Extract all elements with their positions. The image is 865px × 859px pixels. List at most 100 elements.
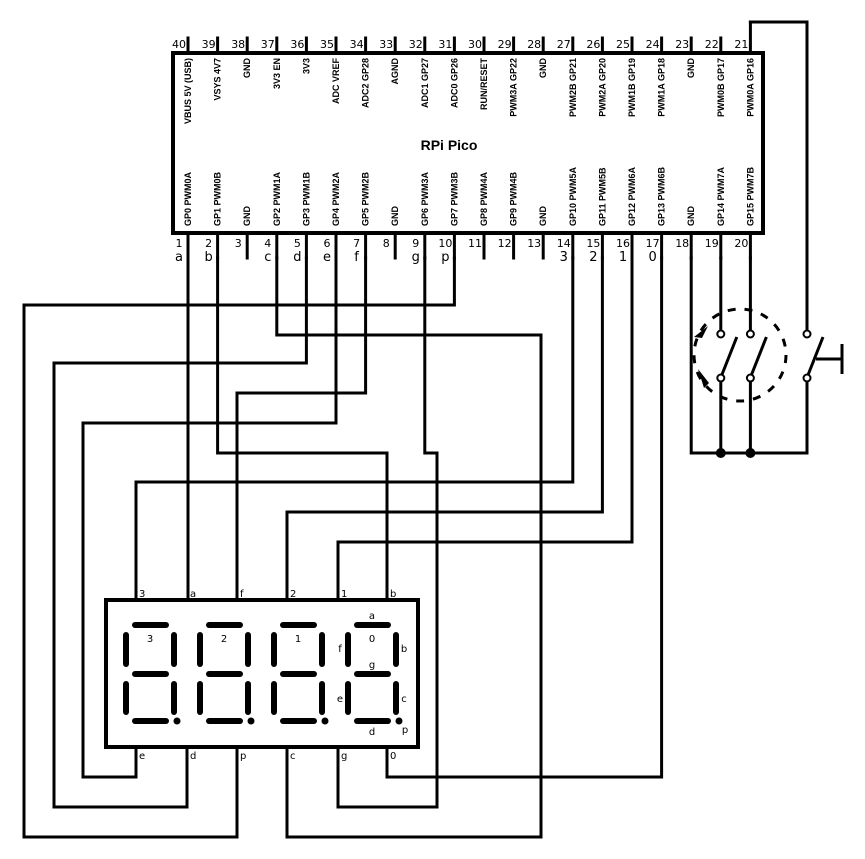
pin-label: GND <box>242 58 252 79</box>
pin-number: 4 <box>264 237 271 250</box>
pin-label: GP11 PWM5B <box>597 167 607 226</box>
pin-number: 15 <box>586 237 600 250</box>
pin-number: 39 <box>202 38 216 51</box>
wire-digit-3 <box>134 256 575 602</box>
rotary-switch-contact-a[interactable] <box>716 329 739 383</box>
pin-label: GND <box>538 58 548 79</box>
digit-label: 3 <box>147 634 153 645</box>
pin-label: PWM2B GP21 <box>568 58 578 117</box>
pin-number: 31 <box>438 38 452 51</box>
pin-signal: 2 <box>589 250 597 265</box>
pin-label: 3V3 EN <box>272 58 282 89</box>
display-pin-label: b <box>390 589 396 600</box>
pin-label: GND <box>242 205 252 226</box>
pin-label: GP0 PWM0A <box>183 171 193 226</box>
pin-label: GP9 PWM4B <box>509 171 519 226</box>
rotary-switch-contact-b[interactable] <box>745 329 768 383</box>
wire-b <box>216 256 389 602</box>
wire-digit-1 <box>336 256 634 602</box>
digit-2: 2 <box>197 622 255 725</box>
pin-label: VBUS 5V (USB) <box>183 58 193 124</box>
pin-signal: f <box>354 250 359 265</box>
pin-label: GP10 PWM5A <box>568 166 578 226</box>
pin-signal: e <box>323 250 331 265</box>
pin-signal: d <box>293 250 301 265</box>
pin-label: GND <box>390 206 400 227</box>
pin-number: 16 <box>616 237 630 250</box>
display-pin-label: a <box>190 589 196 600</box>
rotation-arrow-icon <box>698 369 709 388</box>
pin-label: GP1 PWM0B <box>213 171 223 226</box>
pin-label: AGND <box>390 58 400 85</box>
push-button-switch[interactable] <box>802 329 844 383</box>
segment-label-e: e <box>337 694 343 705</box>
pin-signal: a <box>175 250 183 265</box>
pin-number: 18 <box>675 237 689 250</box>
segment-label-b: b <box>401 644 407 655</box>
wire-f <box>235 256 368 602</box>
display-pin-label: g <box>341 751 347 762</box>
digit-1: 1 <box>271 622 329 725</box>
digit-label: 0 <box>369 634 375 645</box>
pin-number: 10 <box>438 237 452 250</box>
digit-label: 1 <box>295 634 301 645</box>
segment-label-c: c <box>401 694 407 705</box>
pin-label: GP8 PWM4A <box>479 171 489 226</box>
wire-g <box>336 256 439 809</box>
digit-0: 0 <box>345 622 403 725</box>
pin-number: 38 <box>231 38 245 51</box>
pin-signal: c <box>264 250 271 265</box>
pin-label: GP13 PWM6B <box>657 166 667 226</box>
pico-body <box>171 51 765 235</box>
pin-signal: 1 <box>619 250 627 265</box>
display-pin-label: e <box>139 751 145 762</box>
pin-number: 20 <box>734 237 748 250</box>
wire-digit-2 <box>285 256 604 602</box>
display-pin-label: c <box>290 751 296 762</box>
pin-number: 13 <box>527 237 541 250</box>
pin-label: ADC0 GP26 <box>449 58 459 108</box>
pin-label: GND <box>686 58 696 79</box>
digit-label: 2 <box>221 634 227 645</box>
pin-number: 29 <box>498 38 512 51</box>
pin-number: 5 <box>294 237 301 250</box>
pin-number: 17 <box>646 237 660 250</box>
pin-label: PWM0B GP17 <box>716 58 726 117</box>
pin-number: 30 <box>468 38 482 51</box>
segment-label-p: p <box>402 725 408 736</box>
rotary-indicator <box>692 307 788 403</box>
pin-label: PWM0A GP16 <box>745 58 755 117</box>
pin-label: GP15 PWM7B <box>745 166 755 226</box>
pin-number: 37 <box>261 38 275 51</box>
pin-label: GP14 PWM7A <box>716 166 726 226</box>
wire-p <box>22 256 456 839</box>
pin-label: GP5 PWM2B <box>361 171 371 226</box>
pin-label: GP4 PWM2A <box>331 171 341 226</box>
wire-c <box>275 256 543 839</box>
pin-number: 21 <box>734 38 748 51</box>
pin-label: ADC VREF <box>331 58 341 105</box>
segment-label-g: g <box>369 660 375 671</box>
pin-signal: b <box>204 250 212 265</box>
pin-number: 19 <box>705 237 719 250</box>
pin-number: 27 <box>557 38 571 51</box>
segment-label-d: d <box>369 727 375 738</box>
segment-label-f: f <box>338 644 342 655</box>
pin-number: 1 <box>176 237 183 250</box>
display-pin-label: 2 <box>290 589 296 600</box>
pin-number: 2 <box>205 237 212 250</box>
pin-label: VSYS 4V7 <box>213 58 223 101</box>
pin-number: 25 <box>616 38 630 51</box>
pin-label: 3V3 <box>301 58 311 74</box>
pin-number: 28 <box>527 38 541 51</box>
digit-3: 3 <box>123 622 181 725</box>
pin-label: GND <box>538 206 548 227</box>
segment-dp <box>247 717 255 725</box>
segment-dp <box>395 717 403 725</box>
pin-label: ADC1 GP27 <box>420 58 430 108</box>
wire-digit-0 <box>385 256 664 779</box>
pin-number: 6 <box>324 237 331 250</box>
